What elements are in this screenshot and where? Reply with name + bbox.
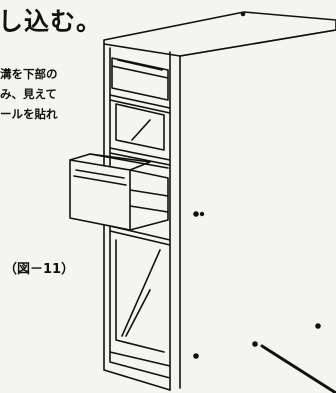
instruction-line-2: み、見えて xyxy=(0,87,57,101)
instruction-line-1: 溝を下部の xyxy=(0,67,58,81)
figure-label: （図－11） xyxy=(4,262,75,277)
instruction-line-3: ールを貼れ xyxy=(0,107,58,121)
section-heading: し込む。 xyxy=(0,7,103,36)
instruction-text: 溝を下部の み、見えて ールを貼れ xyxy=(0,64,58,124)
